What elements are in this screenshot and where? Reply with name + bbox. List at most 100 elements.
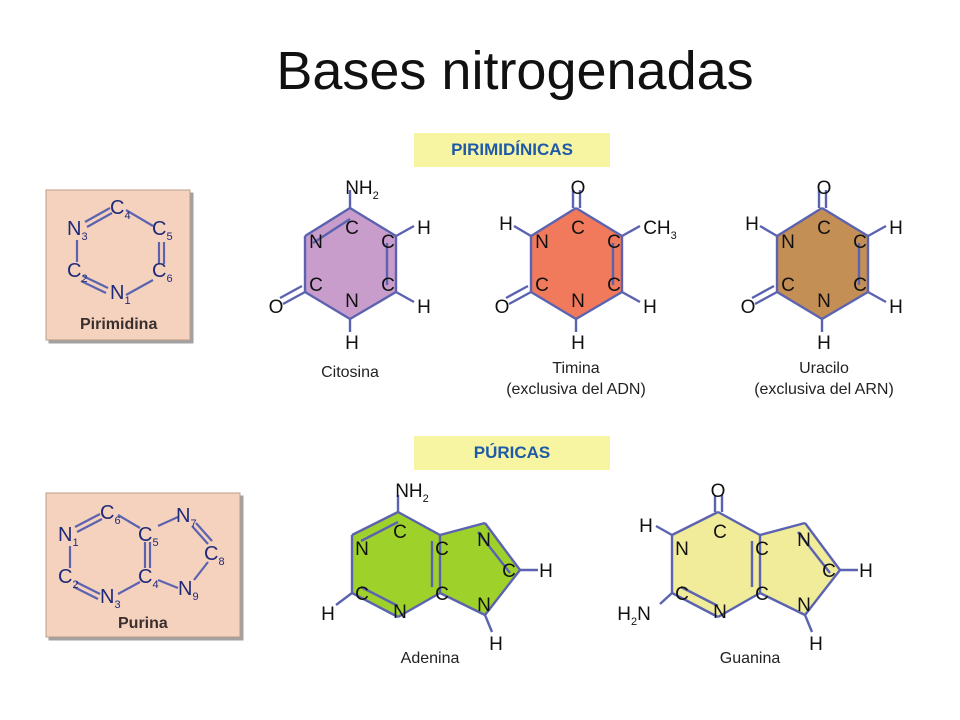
atom-c6: C: [853, 275, 867, 296]
atom-n9: N: [797, 595, 811, 616]
atom-c5: C: [755, 539, 769, 560]
oxygen-o2: O: [741, 297, 756, 318]
atom-c4: C: [345, 218, 359, 239]
hydrogen-h1: H: [571, 333, 585, 354]
atom-n3: N: [713, 602, 727, 623]
amino-group: H2N: [617, 604, 651, 628]
atom-c5: C: [381, 232, 395, 253]
pyrimidine-reference: C4 N3 C5 C2 C6 N1 Pirimidina: [45, 189, 191, 341]
atom-c2: C: [355, 584, 369, 605]
adenine-structure: C N C N C C C N N NH2 H H H: [321, 481, 553, 655]
atom-c6: C: [381, 275, 395, 296]
guanine-structure: C N C N C C C N N O H H2N H H: [617, 481, 873, 655]
oxygen-o4: O: [817, 178, 832, 199]
atom-c5: C: [435, 539, 449, 560]
hydrogen-h1: H: [817, 333, 831, 354]
uracil-note: (exclusiva del ARN): [754, 381, 894, 398]
hydrogen-h6: H: [643, 297, 657, 318]
atom-c2: C: [309, 275, 323, 296]
atom-n3: N: [535, 232, 549, 253]
hydrogen-h5: H: [417, 218, 431, 239]
atom-c6: C: [393, 522, 407, 543]
thymine-structure: N C C C N C O O H CH3 H H: [495, 178, 677, 354]
oxygen-o4: O: [571, 178, 586, 199]
thymine-note: (exclusiva del ADN): [506, 381, 646, 398]
atom-c8: C: [502, 561, 516, 582]
hydrogen-h2: H: [321, 604, 335, 625]
section-label-pyrimidines: PIRIMIDÍNICAS: [414, 133, 610, 167]
atom-c2: C: [675, 584, 689, 605]
atom-c2: C: [535, 275, 549, 296]
oxygen-o2: O: [269, 297, 284, 318]
atom-c4: C: [755, 584, 769, 605]
atom-c8: C: [822, 561, 836, 582]
adenine-name: Adenina: [400, 650, 460, 667]
atom-n7: N7: [176, 505, 197, 530]
hydrogen-h8: H: [539, 561, 553, 582]
atom-c4: C: [435, 584, 449, 605]
hydrogen-h3: H: [499, 214, 513, 235]
methyl-group: CH3: [643, 218, 677, 242]
amino-group: NH2: [345, 178, 379, 202]
atom-c5: C: [607, 232, 621, 253]
atom-n1: N: [355, 539, 369, 560]
guanine-name: Guanina: [719, 650, 781, 667]
amino-group: NH2: [395, 481, 429, 505]
hydrogen-h8: H: [859, 561, 873, 582]
hydrogen-h6: H: [889, 297, 903, 318]
atom-n3: N: [309, 232, 323, 253]
thymine-name: Timina: [552, 360, 600, 377]
atom-n1: N: [817, 291, 831, 312]
pyrimidine-label: Pirimidina: [80, 316, 157, 333]
purine-reference: C6 N1 C5 N7 C8 C2 C4 N9 N3 Purina: [45, 492, 241, 638]
atom-n3: N: [781, 232, 795, 253]
hydrogen-h6: H: [417, 297, 431, 318]
atom-n7: N: [477, 530, 491, 551]
page-title: Bases nitrogenadas: [276, 41, 754, 101]
atom-n7: N: [797, 530, 811, 551]
oxygen-o2: O: [495, 297, 510, 318]
atom-c5: C5: [138, 524, 159, 549]
cytosine-structure: N C C C N C NH2 O H H H: [269, 178, 431, 354]
atom-n3: N: [393, 602, 407, 623]
atom-n1: N1: [110, 282, 131, 307]
hydrogen-h1: H: [345, 333, 359, 354]
caption-thymine: Timina (exclusiva del ADN): [480, 358, 672, 400]
atom-c6: C6: [152, 260, 173, 285]
uracil-structure: N C C C N C O O H H H H: [741, 178, 903, 354]
uracil-name: Uracilo: [799, 360, 849, 377]
atom-n9: N: [477, 595, 491, 616]
atom-c2: C: [781, 275, 795, 296]
caption-cytosine: Citosina: [290, 362, 410, 383]
oxygen-o6: O: [711, 481, 726, 502]
atom-n1: N: [675, 539, 689, 560]
atom-c4: C: [571, 218, 585, 239]
atom-c6: C: [607, 275, 621, 296]
caption-uracil: Uracilo (exclusiva del ARN): [726, 358, 922, 400]
hydrogen-h9: H: [809, 634, 823, 655]
atom-n3: N3: [100, 586, 121, 611]
caption-guanine: Guanina: [700, 648, 800, 669]
atom-n1: N: [571, 291, 585, 312]
purine-label: Purina: [118, 615, 168, 632]
atom-n1: N1: [58, 524, 79, 549]
hydrogen-h3: H: [745, 214, 759, 235]
hydrogen-h5: H: [889, 218, 903, 239]
hydrogen-h1: H: [639, 516, 653, 537]
atom-c4: C4: [110, 197, 131, 222]
atom-c6: C: [713, 522, 727, 543]
atom-c4: C: [817, 218, 831, 239]
atom-c4: C4: [138, 566, 159, 591]
section-label-purines: PÚRICAS: [414, 436, 610, 470]
atom-n9: N9: [178, 578, 199, 603]
atom-n3: N3: [67, 218, 88, 243]
atom-c8: C8: [204, 543, 225, 568]
atom-c5: C: [853, 232, 867, 253]
cytosine-name: Citosina: [321, 364, 379, 381]
atom-c2: C2: [58, 566, 79, 591]
atom-n1: N: [345, 291, 359, 312]
atom-c5: C5: [152, 218, 173, 243]
atom-c2: C2: [67, 260, 88, 285]
hydrogen-h9: H: [489, 634, 503, 655]
